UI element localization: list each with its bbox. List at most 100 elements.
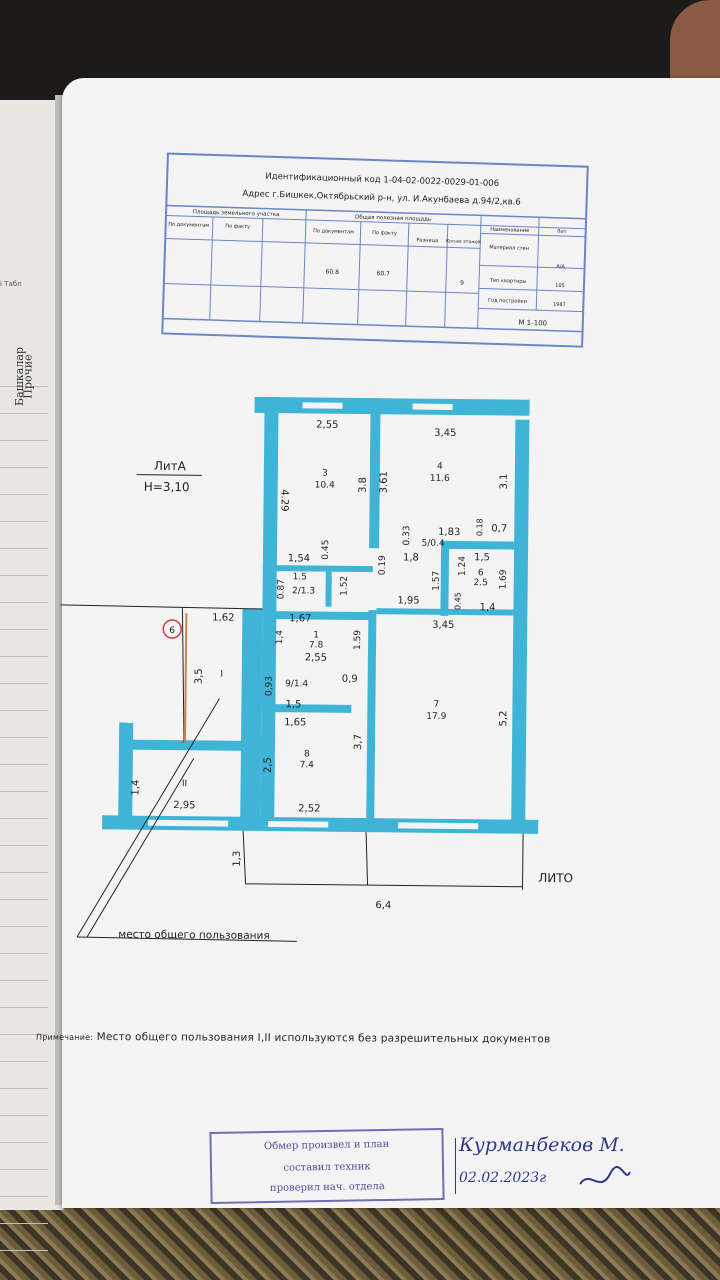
room-7-area: 17.9 [426, 712, 446, 722]
col-floors: Кол-во этажей [446, 237, 481, 245]
col-land-doc: По документам [168, 222, 209, 229]
windows [148, 402, 479, 830]
col-land-area: Площадь земельного участка [193, 209, 280, 218]
room-2-label: 2/1.3 [292, 586, 315, 596]
room-8-area: 7.4 [300, 760, 315, 770]
dim-1-65: 1,65 [284, 717, 306, 728]
val-lit: А/А [556, 264, 565, 270]
dim-2-5: 2,5 [263, 757, 274, 773]
floor-plan: 6 2,55 3,45 4.29 3.8 3.61 3.1 0.33 1,83 … [60, 396, 573, 942]
dim-2-55-top: 2,55 [316, 420, 338, 431]
stamp-line-3: проверил нач. отдела [269, 1180, 385, 1194]
scale: М 1-100 [518, 319, 547, 328]
dim-1-62: 1,62 [212, 612, 234, 623]
dim-0-7: 0,7 [491, 523, 507, 534]
dim-1-57: 1.57 [432, 571, 442, 591]
room-4-area: 11.6 [430, 474, 450, 484]
marker-circle [162, 619, 182, 639]
dim-1-54: 1,54 [288, 553, 310, 564]
stamp-line-1: Обмер произвел и план [263, 1138, 390, 1153]
col-diff: Разница [416, 237, 438, 244]
room-6-area: 2.5 [473, 578, 487, 588]
dim-0-45-a: 0.45 [321, 540, 331, 560]
dimension-3-5-line [184, 613, 188, 744]
dim-1-8: 1,8 [403, 552, 419, 563]
col-total-fact: По факту [372, 230, 397, 237]
room-3-number: 3 [322, 469, 328, 479]
dim-0-87: 0.87 [277, 579, 287, 599]
id-code: Идентификационный код 1-04-02-0022-0029-… [265, 172, 499, 189]
dim-1-3: 1,3 [232, 851, 243, 867]
dim-1-24: 1.24 [458, 556, 468, 576]
dim-0-18: 0.18 [475, 518, 484, 536]
dim-1-69: 1.69 [499, 569, 509, 589]
left-book-page: i Табл Башкалар Прочие [0, 100, 64, 1260]
signature-name: Курманбеков М. [459, 1134, 625, 1156]
val-floors: 9 [460, 280, 464, 287]
dim-3-7: 3,7 [353, 734, 364, 750]
dim-1-95: 1,95 [397, 595, 419, 606]
col-year: Год постройки [488, 297, 527, 305]
dim-1-4-b: 1,4 [275, 630, 285, 645]
val-total-doc: 60.8 [325, 269, 339, 276]
room-1-area: 7.8 [309, 640, 324, 650]
room-labels: 3 10.4 4 11.6 5/0.4 1.5 2/1.3 1 7.8 9/1.… [182, 462, 488, 789]
left-book-tab: i Табл [0, 280, 22, 288]
common-place-label: место общего пользования [118, 928, 270, 942]
marker-circle-label: 6 [169, 626, 175, 636]
room-II: II [182, 779, 187, 789]
stamp-line-2: составил техник [283, 1161, 371, 1174]
header-frame [161, 152, 589, 348]
room-3-area: 10.4 [315, 481, 335, 491]
dim-3-61: 3.61 [379, 471, 390, 493]
col-name: Наименование [490, 227, 529, 234]
signature-date: 02.02.2023г [459, 1170, 547, 1186]
col-total-doc: По документам [313, 228, 354, 235]
dim-1-52: 1.52 [340, 576, 350, 596]
col-total-area: Общая полезная площадь [355, 214, 431, 222]
col-lit: Лит [557, 229, 567, 235]
dim-1-5-b: 1,5 [474, 552, 490, 563]
col-type: Тип квартиры [489, 278, 527, 285]
dim-2-52: 2,52 [298, 803, 320, 814]
walls [102, 396, 539, 834]
dim-0-93: 0,93 [265, 676, 275, 696]
header-table: Идентификационный код 1-04-02-0022-0029-… [161, 152, 589, 348]
dim-2-55-mid: 2,55 [305, 652, 327, 663]
dim-1-5-c: 1,5 [285, 699, 301, 710]
dim-1-67: 1,67 [289, 613, 311, 624]
dim-0-19: 0.19 [378, 555, 388, 575]
dimension-labels: 2,55 3,45 4.29 3.8 3.61 3.1 0.33 1,83 0.… [130, 420, 509, 912]
dim-4-29: 4.29 [278, 489, 289, 511]
note-text: Место общего пользования I,II используют… [96, 1030, 551, 1046]
dim-3-45-mid: 3,45 [432, 620, 454, 631]
lit-a-label: ЛитА [154, 459, 187, 473]
room-9-label: 9/1.4 [285, 679, 308, 689]
dim-3-45-top: 3,45 [434, 428, 456, 439]
room-5-label: 5/0.4 [422, 539, 445, 549]
signature-scribble-icon [579, 1166, 631, 1185]
height-label: H=3,10 [144, 480, 190, 494]
dim-6-4: 6,4 [375, 900, 391, 911]
dim-3-8: 3.8 [358, 477, 369, 493]
dim-1-4-c: 1,4 [130, 780, 141, 796]
dim-0-33: 0.33 [402, 525, 412, 545]
document-page [62, 78, 720, 1208]
dim-1-83: 1,83 [438, 527, 460, 538]
signature: Курманбеков М. 02.02.2023г [455, 1130, 655, 1200]
dim-3-5: 3,5 [194, 668, 205, 684]
room-4-number: 4 [437, 462, 443, 472]
room-7-number: 7 [434, 700, 440, 710]
val-year: 1987 [553, 302, 566, 308]
dim-1-4-a: 1,4 [479, 602, 495, 613]
stamp: Обмер произвел и план составил техник пр… [209, 1127, 445, 1205]
dim-0-9: 0,9 [342, 674, 358, 685]
dim-5-2: 5,2 [498, 710, 509, 726]
address: Адрес г.Бишкек,Октябрьский р-н, ул. И.Ак… [242, 189, 521, 208]
val-type: 105 [555, 283, 565, 289]
col-land-fact: По факту [225, 223, 250, 230]
room-1-number: 1 [313, 631, 319, 641]
room-6-number: 6 [478, 568, 484, 578]
left-book-lines [0, 360, 48, 1260]
